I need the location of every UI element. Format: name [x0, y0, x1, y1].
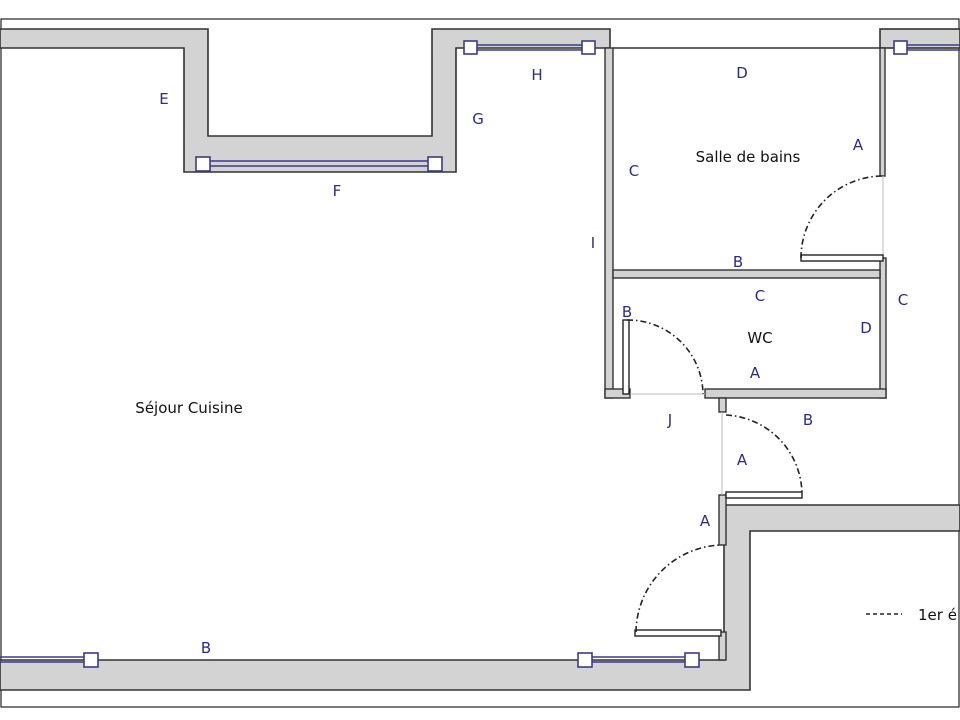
door-corridor	[725, 414, 803, 499]
wall-label-g: G	[472, 110, 484, 128]
south-wall	[0, 504, 960, 691]
corridor-wall-west-lower	[718, 631, 727, 661]
room-label-bath: Salle de bains	[696, 148, 801, 166]
wall-label-bath-d: D	[736, 64, 748, 82]
room-label-wc: WC	[747, 329, 772, 347]
window-ne	[893, 40, 960, 55]
wall-label-j: J	[667, 411, 672, 429]
wall-label-bath-c: C	[629, 162, 639, 180]
wall-label-wc-c: C	[755, 287, 765, 305]
room-label-sejour: Séjour Cuisine	[135, 399, 242, 417]
wall-label-corr-b: B	[803, 411, 813, 429]
wall-label-i: I	[591, 234, 595, 252]
wall-label-h: H	[531, 66, 542, 84]
bath-wc-partition	[612, 269, 881, 279]
window-h	[463, 40, 596, 55]
wc-south-wall	[704, 388, 887, 399]
corridor-wall-stub	[718, 397, 727, 413]
corridor-wall-west	[718, 494, 727, 546]
wall-label-e: E	[159, 90, 168, 108]
wall-label-wc-a: A	[750, 364, 761, 382]
door-entry	[634, 544, 723, 637]
wall-label-bath-a: A	[853, 136, 864, 154]
wall-label-bath-b: B	[733, 253, 743, 271]
window-f	[195, 156, 443, 172]
wall-label-corr-c: C	[898, 291, 908, 309]
legend-text: 1er é	[918, 606, 957, 624]
window-sw	[0, 652, 99, 668]
window-se	[577, 652, 700, 668]
bath-east-wall-lower	[879, 257, 887, 399]
bath-west-wall	[604, 47, 614, 399]
wall-label-south-b: B	[201, 639, 211, 657]
wall-label-wc-d: D	[860, 319, 872, 337]
wall-label-f: F	[333, 182, 342, 200]
wall-label-corr-a: A	[737, 451, 748, 469]
door-wc	[622, 319, 704, 395]
frame-border	[0, 18, 960, 708]
door-bathroom	[800, 175, 884, 262]
wall-label-wc-b: B	[622, 303, 632, 321]
wall-label-entry-a: A	[700, 512, 711, 530]
bath-east-wall-upper	[879, 47, 886, 177]
